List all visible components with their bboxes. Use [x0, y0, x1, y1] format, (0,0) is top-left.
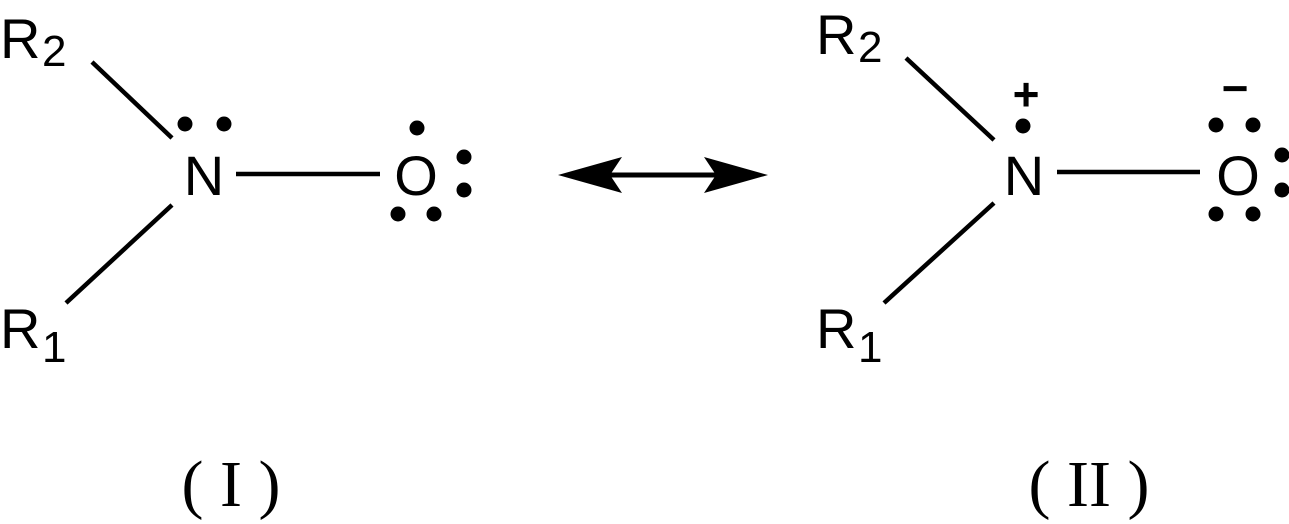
- oxygen-atom: O: [394, 144, 438, 207]
- oxygen-lone-pairs: [390, 120, 472, 222]
- structure-i: R 2 R 1 N O ( I ): [0, 7, 472, 521]
- substituent-r2-symbol: R: [816, 3, 856, 66]
- structure-ii: R 2 R 1 + N − O ( II ): [816, 3, 1289, 521]
- substituent-r1-subscript: 1: [42, 323, 66, 372]
- bond-n-r1: [64, 203, 174, 305]
- oxygen-negative-charge: −: [1222, 62, 1249, 114]
- substituent-r1-symbol: R: [0, 297, 40, 360]
- bond-n-r2: [90, 60, 174, 140]
- nitrogen-unpaired-electron: [1015, 118, 1031, 134]
- substituent-r1-symbol: R: [816, 297, 856, 360]
- substituent-r2-subscript: 2: [42, 27, 66, 76]
- oxygen-atom: O: [1216, 144, 1260, 207]
- substituent-r2-symbol: R: [0, 7, 40, 70]
- structure-ii-caption: ( II ): [1029, 448, 1150, 521]
- resonance-arrow: [558, 157, 768, 193]
- substituent-r1-subscript: 1: [858, 323, 882, 372]
- oxygen-lone-pairs: [1208, 117, 1289, 222]
- bond-n-r2: [904, 56, 996, 142]
- nitrogen-atom: N: [1004, 144, 1044, 207]
- structure-i-caption: ( I ): [182, 448, 281, 521]
- nitrogen-lone-pair: [177, 116, 232, 132]
- bond-n-r1: [882, 201, 996, 305]
- substituent-r2-subscript: 2: [858, 23, 882, 72]
- nitrogen-atom: N: [184, 144, 224, 207]
- nitrogen-positive-charge: +: [1013, 68, 1040, 120]
